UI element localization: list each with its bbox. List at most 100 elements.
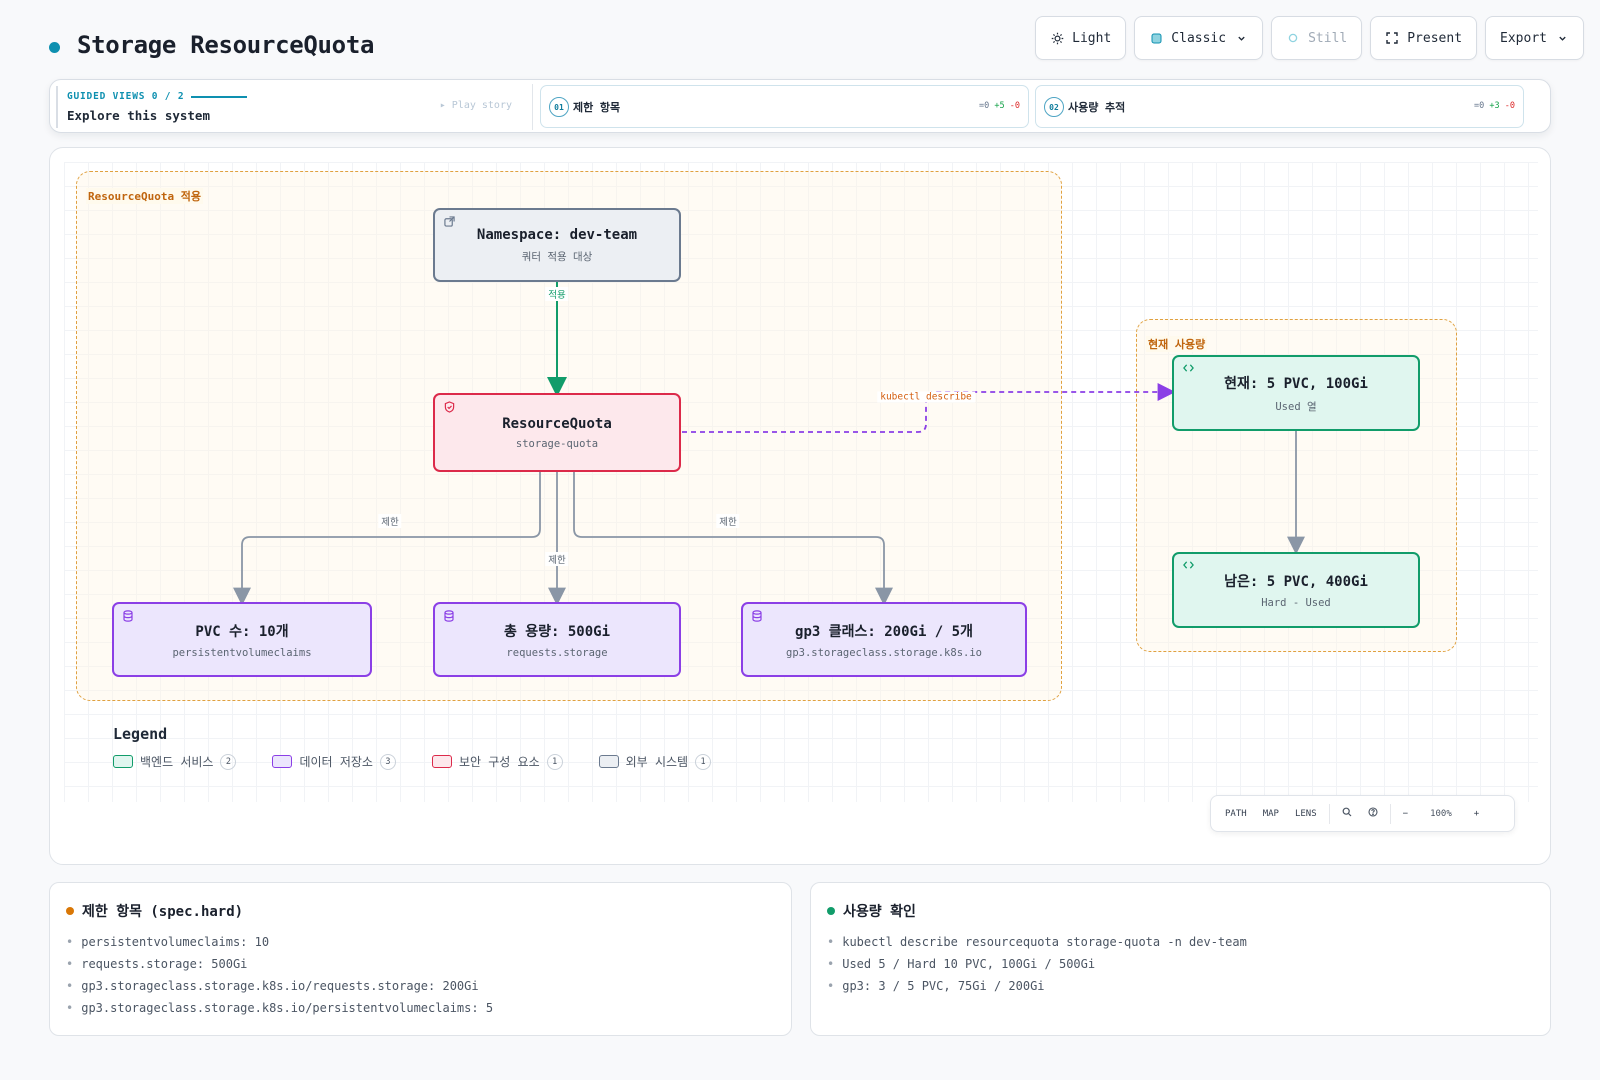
list-item: gp3.storageclass.storage.k8s.io/requests…: [66, 975, 493, 997]
legend-label: 보안 구성 요소: [458, 755, 540, 769]
node-subtitle: storage-quota: [515, 437, 599, 450]
node-subtitle: requests.storage: [506, 646, 608, 659]
edge-label-apply: 적용: [545, 287, 569, 301]
step-number: 02: [1044, 97, 1064, 117]
list-item: requests.storage: 500Gi: [66, 953, 493, 975]
edge-label-limit: 제한: [378, 514, 402, 528]
lens-mode-button[interactable]: LENS: [1294, 808, 1317, 819]
search-icon[interactable]: [1334, 807, 1360, 820]
guided-views-label: GUIDED VIEWS 0 / 2: [67, 91, 185, 102]
database-icon: [752, 610, 762, 625]
stat-added: +3: [1489, 101, 1500, 111]
panel-limits: 제한 항목 (spec.hard) persistentvolumeclaims…: [49, 882, 792, 1036]
sun-icon: [1050, 31, 1064, 45]
legend-item-security[interactable]: 보안 구성 요소 1: [431, 753, 563, 770]
guided-views-progress: [191, 96, 247, 98]
export-dropdown[interactable]: Export: [1485, 16, 1584, 60]
theme-light-label: Light: [1072, 30, 1112, 46]
node-title: ResourceQuota: [502, 415, 612, 432]
chevron-down-icon: [1555, 31, 1569, 45]
stat-removed: -0: [1009, 101, 1020, 111]
style-classic-dropdown[interactable]: Classic: [1134, 16, 1264, 60]
node-subtitle: Hard - Used: [1261, 597, 1331, 609]
legend-title: Legend: [113, 725, 168, 743]
edge-limit-gp3: [573, 472, 893, 606]
guided-views-subtitle: Explore this system: [67, 108, 210, 123]
node-current-usage[interactable]: 현재: 5 PVC, 100Gi Used 열: [1172, 355, 1420, 431]
code-icon: [1183, 560, 1194, 573]
play-story-button[interactable]: ▸ Play story: [439, 100, 512, 111]
database-icon: [444, 610, 454, 625]
node-title: Namespace: dev-team: [476, 226, 638, 243]
guided-divider: [532, 84, 533, 130]
guided-views-intro: GUIDED VIEWS 0 / 2 Explore this system ▸…: [56, 86, 522, 128]
database-icon: [123, 610, 133, 625]
zoom-level: 100%: [1430, 808, 1452, 819]
panel-list: kubectl describe resourcequota storage-q…: [827, 931, 1247, 997]
chevron-down-icon: [1234, 31, 1248, 45]
step-diff-stats: =0 +3 -0: [1474, 101, 1515, 111]
node-namespace[interactable]: Namespace: dev-team 쿼터 적용 대상: [433, 208, 681, 282]
stat-added: +5: [994, 101, 1005, 111]
diagram-canvas[interactable]: ResourceQuota 적용 현재 사용량 적용 제한 제한 제한 kube…: [49, 147, 1551, 865]
guided-step-2[interactable]: 02 사용량 추적 =0 +3 -0: [1035, 85, 1524, 128]
legend-label: 데이터 저장소: [299, 755, 373, 769]
zoom-in-button[interactable]: +: [1473, 808, 1480, 819]
panel-usage: 사용량 확인 kubectl describe resourcequota st…: [810, 882, 1551, 1036]
panel-title: 제한 항목 (spec.hard): [82, 904, 244, 920]
legend-item-external[interactable]: 외부 시스템 1: [598, 753, 712, 770]
map-mode-button[interactable]: MAP: [1262, 808, 1279, 819]
legend-item-backend[interactable]: 백엔드 서비스 2: [113, 753, 237, 770]
node-resourcequota[interactable]: ResourceQuota storage-quota: [433, 393, 681, 472]
present-button[interactable]: Present: [1370, 16, 1478, 60]
code-icon: [1183, 363, 1194, 376]
guided-step-1[interactable]: 01 제한 항목 =0 +5 -0: [540, 85, 1029, 128]
motion-still-button[interactable]: Still: [1271, 16, 1363, 60]
node-title: 남은: 5 PVC, 400Gi: [1224, 574, 1368, 590]
legend-count: 1: [695, 753, 712, 770]
list-item: Used 5 / Hard 10 PVC, 100Gi / 500Gi: [827, 953, 1247, 975]
panel-title: 사용량 확인: [843, 904, 916, 920]
title-status-dot: [49, 42, 60, 53]
theme-light-button[interactable]: Light: [1035, 16, 1127, 60]
node-gp3-limit[interactable]: gp3 클래스: 200Gi / 5개 gp3.storageclass.sto…: [741, 602, 1027, 677]
help-icon[interactable]: [1360, 807, 1386, 820]
list-item: persistentvolumeclaims: 10: [66, 931, 493, 953]
legend-swatch: [272, 755, 293, 768]
step-number: 01: [549, 97, 569, 117]
step-diff-stats: =0 +5 -0: [979, 101, 1020, 111]
legend-count: 3: [379, 753, 396, 770]
divider: [1389, 803, 1391, 824]
legend-swatch: [113, 755, 133, 768]
legend-item-data[interactable]: 데이터 저장소 3: [272, 753, 396, 770]
edge-label-limit: 제한: [716, 514, 740, 528]
stat-unchanged: =0: [1474, 101, 1485, 111]
legend: 백엔드 서비스 2 데이터 저장소 3 보안 구성 요소 1 외부 시스템 1: [113, 753, 712, 770]
external-link-icon: [444, 216, 455, 230]
stat-unchanged: =0: [979, 101, 990, 111]
node-title: gp3 클래스: 200Gi / 5개: [795, 623, 973, 640]
zoom-out-button[interactable]: −: [1402, 808, 1409, 819]
step-title: 제한 항목: [573, 101, 621, 114]
motion-still-label: Still: [1308, 30, 1348, 46]
legend-label: 외부 시스템: [625, 755, 689, 769]
path-mode-button[interactable]: PATH: [1225, 808, 1247, 819]
group-label: ResourceQuota 적용: [86, 188, 203, 204]
list-item: gp3: 3 / 5 PVC, 75Gi / 200Gi: [827, 975, 1247, 997]
style-swatch-icon: [1149, 31, 1163, 45]
list-item: gp3.storageclass.storage.k8s.io/persiste…: [66, 997, 493, 1019]
panel-list: persistentvolumeclaims: 10 requests.stor…: [66, 931, 493, 1019]
node-subtitle: 쿼터 적용 대상: [521, 250, 593, 263]
legend-count: 1: [546, 753, 563, 770]
node-remaining[interactable]: 남은: 5 PVC, 400Gi Hard - Used: [1172, 552, 1420, 628]
node-title: 현재: 5 PVC, 100Gi: [1224, 375, 1368, 392]
legend-swatch: [431, 755, 452, 768]
divider: [1328, 803, 1330, 824]
circle-icon: [1286, 31, 1300, 45]
node-subtitle: Used 열: [1275, 400, 1317, 413]
node-pvc-limit[interactable]: PVC 수: 10개 persistentvolumeclaims: [112, 602, 372, 677]
node-storage-limit[interactable]: 총 용량: 500Gi requests.storage: [433, 602, 681, 677]
stat-removed: -0: [1504, 101, 1515, 111]
canvas-grid: [64, 162, 1538, 802]
style-classic-label: Classic: [1171, 30, 1227, 46]
